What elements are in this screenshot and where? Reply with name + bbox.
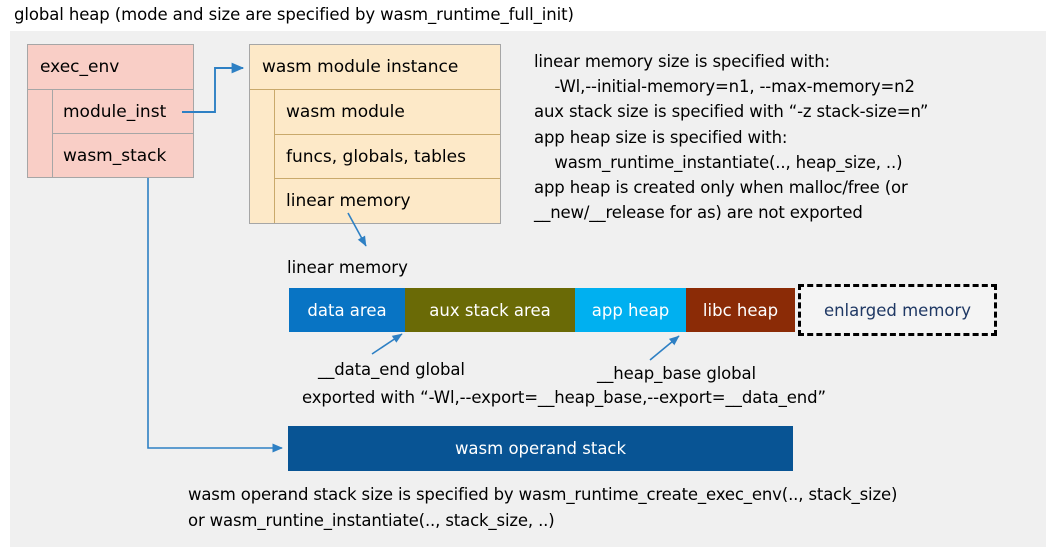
exec-env-header: exec_env (28, 45, 193, 90)
wasm-operand-stack-box: wasm operand stack (288, 426, 793, 471)
memory-segment-data-area: data area (289, 288, 405, 332)
wasm-module-instance-box: wasm module instance wasm module funcs, … (249, 44, 501, 224)
linear-memory-notes: linear memory size is specified with: -W… (534, 52, 929, 223)
wmi-row-funcs-globals-tables: funcs, globals, tables (275, 135, 500, 179)
memory-segment-libc-heap: libc heap (686, 288, 795, 332)
annotation-heap-base: __heap_base global (597, 364, 757, 383)
diagram-title: global heap (mode and size are specified… (14, 5, 574, 24)
annotation-exported-with: exported with “-Wl,--export=__heap_base,… (302, 388, 826, 407)
memory-segment-enlarged-memory: enlarged memory (798, 284, 997, 336)
linear-memory-bar-label: linear memory (287, 258, 408, 277)
exec-env-row-module-inst: module_inst (53, 90, 193, 134)
wasm-module-instance-indent-column (250, 90, 275, 223)
operand-stack-note: wasm operand stack size is specified by … (188, 485, 898, 530)
exec-env-row-wasm-stack: wasm_stack (63, 145, 167, 166)
wmi-row-wasm-module: wasm module (275, 90, 500, 135)
wmi-row-linear-memory: linear memory (286, 191, 411, 211)
memory-segment-app-heap: app heap (575, 288, 686, 332)
memory-segment-aux-stack-area: aux stack area (405, 288, 575, 332)
exec-env-indent-column (28, 90, 53, 177)
annotation-data-end: __data_end global (318, 360, 465, 379)
wasm-module-instance-header: wasm module instance (250, 45, 500, 90)
exec-env-box: exec_env module_inst wasm_stack (27, 44, 194, 178)
